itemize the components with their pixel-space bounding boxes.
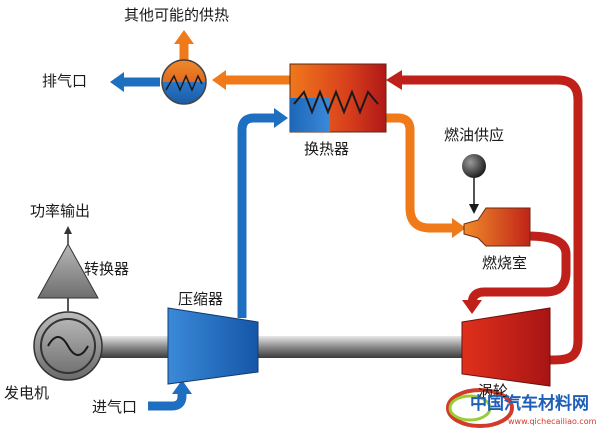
label-power-output: 功率输出	[30, 202, 91, 220]
shaft	[100, 336, 462, 358]
preheated-air-pipe	[386, 113, 466, 238]
label-other-heat: 其他可能的供热	[124, 6, 230, 24]
watermark-text: 中国汽车材料网	[470, 394, 589, 414]
hot-exhaust-pipe	[386, 70, 583, 365]
compressed-air-pipe	[237, 108, 288, 318]
watermark-url: www.qichecailiao.com	[508, 417, 597, 426]
watermark-logo	[446, 388, 514, 428]
fuel-tank-icon	[462, 154, 486, 214]
left-arrow-icon	[110, 72, 160, 92]
converter	[37, 226, 99, 312]
label-inlet: 进气口	[92, 398, 138, 416]
label-fuel-supply: 燃油供应	[444, 126, 505, 144]
label-turbine: 涡轮	[478, 382, 509, 400]
up-arrow-icon	[174, 30, 194, 62]
hx-to-heat-recovery-pipe	[212, 70, 290, 90]
heat-recovery-unit	[161, 59, 207, 105]
turbine	[461, 307, 551, 387]
heat-coil-icon	[293, 89, 379, 115]
heat-exchanger	[289, 63, 387, 133]
generator	[33, 311, 103, 381]
combustor-to-turbine-pipe	[462, 231, 571, 314]
inlet-arrow	[148, 380, 192, 411]
label-converter: 转换器	[84, 260, 130, 278]
label-heat-exchanger: 换热器	[304, 140, 350, 158]
label-combustor: 燃烧室	[482, 254, 528, 272]
label-compressor: 压缩器	[178, 290, 224, 308]
compressor	[167, 307, 259, 385]
label-exhaust: 排气口	[42, 72, 88, 90]
label-generator: 发电机	[4, 384, 50, 402]
combustor	[463, 207, 531, 247]
ac-sine-icon	[47, 336, 89, 356]
